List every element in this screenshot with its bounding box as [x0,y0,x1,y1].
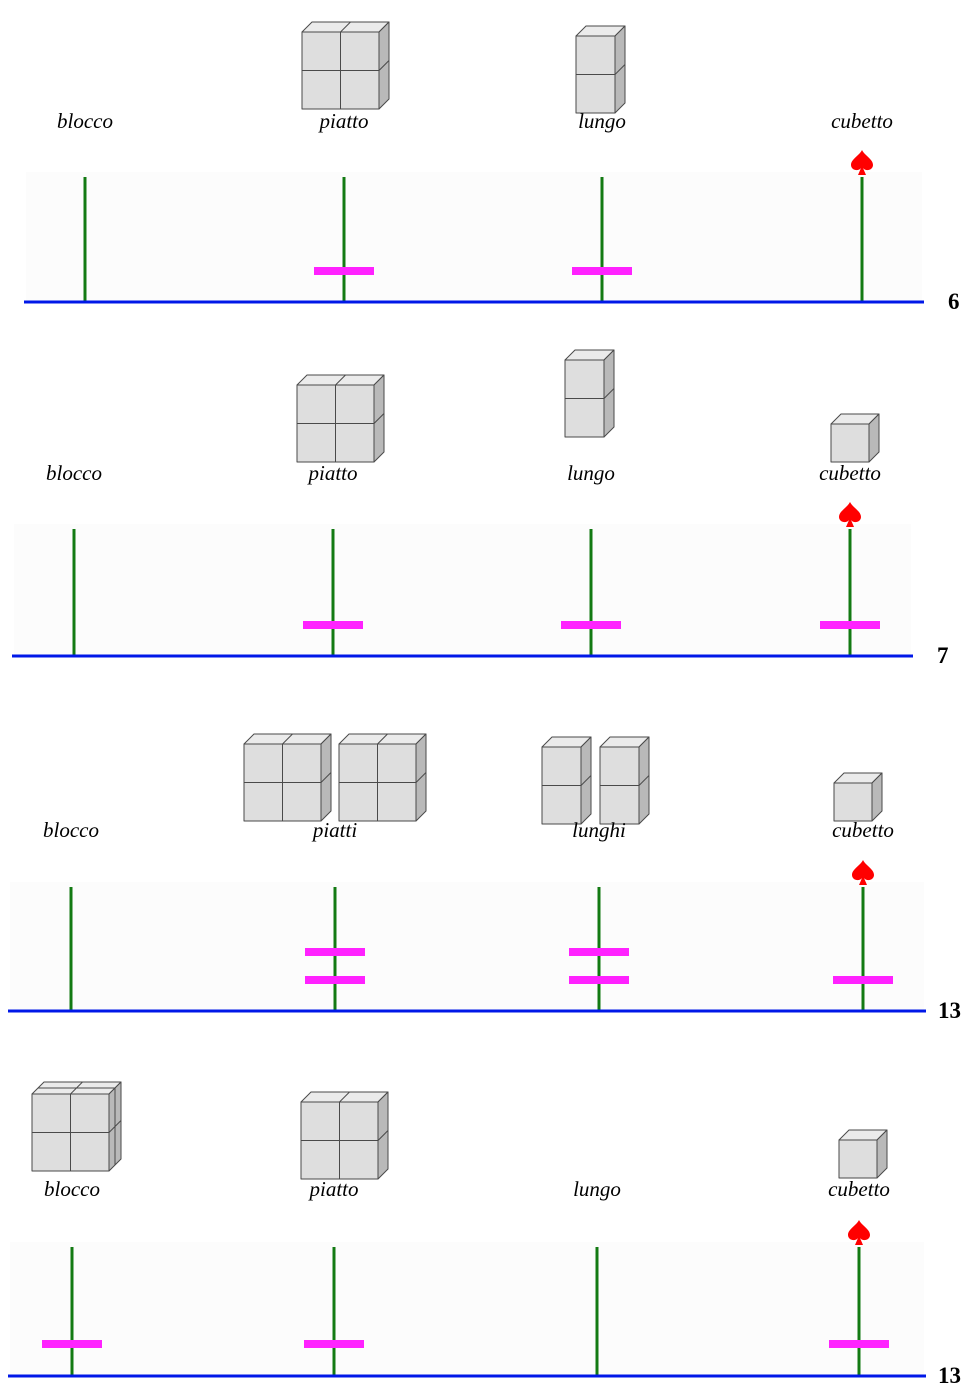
column-label: blocco [46,461,102,485]
abacus-column-lungo: lungo [561,349,621,656]
column-label: cubetto [828,1177,890,1201]
cubetto-cube-icon [838,1129,888,1179]
column-label: piatto [307,1177,358,1201]
abacus-panel-2: blocco piatto lungo cubetto 7 [12,349,949,668]
abacus-column-blocco: blocco [31,1081,122,1376]
abacus-bead [305,976,365,984]
abacus-column-cubetto: cubetto [819,413,881,656]
abacus-background [10,882,924,1011]
abacus-background [14,524,911,656]
abacus-column-piatto: piatto [296,374,385,656]
abacus-bead [572,267,632,275]
spade-icon [839,502,861,527]
cubetto-cube-icon [833,772,883,822]
column-label: blocco [57,109,113,133]
column-label: piatto [306,461,357,485]
abacus-column-cubetto: cubetto [832,772,894,1011]
abacus-total: 7 [937,643,949,668]
cube-grid-line [335,374,346,386]
cube-grid-line [377,733,388,745]
lungo-cube-icon [564,349,615,438]
abacus-panel-4: blocco piatto lungo cubetto 13 [8,1081,961,1388]
cube-grid-line [378,60,390,71]
column-label: cubetto [832,818,894,842]
abacus-column-blocco: blocco [46,461,102,656]
piatto-cube-icon [243,733,332,822]
column-label: piatti [311,818,358,842]
spade-icon [848,1220,870,1245]
lungo-cube-icon [575,25,626,114]
abacus-bead [303,621,363,629]
spade-shape [852,860,874,885]
cube-grid-line [415,772,427,783]
abacus-panel-1: blocco piatto lungo cubetto 6 [24,21,960,314]
column-label: piatto [317,109,368,133]
column-label: cubetto [831,109,893,133]
abacus-background [10,1242,924,1376]
cube-grid-line [638,775,650,786]
abacus-bead [569,948,629,956]
lungo-cube-icon [599,736,650,825]
piatto-cube-icon [296,374,385,463]
spade-shape [839,502,861,527]
abacus-bead [820,621,880,629]
abacus-column-lungo: lungo [573,1177,621,1376]
abacus-total: 13 [938,1363,961,1388]
abacus-total: 6 [948,289,960,314]
abacus-bead [569,976,629,984]
abacus-bead [314,267,374,275]
column-label: cubetto [819,461,881,485]
abacus-column-lungo: lungo [572,25,632,302]
abacus-column-cubetto: cubetto [828,1129,890,1376]
cube-front-face [838,1139,878,1179]
cubetto-cube-icon [830,413,880,463]
column-label: lunghi [572,818,626,842]
column-label: lungo [578,109,626,133]
abacus-bead [561,621,621,629]
cube-front-face [833,782,873,822]
cube-grid-line [282,733,293,745]
cube-grid-line [603,388,615,399]
piatto-cube-icon [338,733,427,822]
abacus-column-cubetto: cubetto [831,109,893,302]
column-label: lungo [567,461,615,485]
cube-grid-line [377,1130,389,1141]
abacus-column-piatti: piatti [243,733,427,1011]
column-label: lungo [573,1177,621,1201]
spade-shape [851,150,873,175]
spade-icon [851,150,873,175]
abacus-bead [42,1340,102,1348]
blocco-cube-icon [31,1081,122,1172]
lungo-cube-icon [541,736,592,825]
abacus-column-piatto: piatto [300,1091,389,1376]
piatto-cube-icon [300,1091,389,1180]
abacus-bead [833,976,893,984]
abacus-column-blocco: blocco [57,109,113,302]
cube-grid-line [339,1091,350,1103]
abacus-column-lunghi: lunghi [541,736,650,1011]
cube-grid-line [614,64,626,75]
abacus-bead [305,948,365,956]
cube-grid-line [580,775,592,786]
column-label: blocco [44,1177,100,1201]
abacus-total: 13 [938,998,961,1023]
abacus-column-blocco: blocco [43,818,99,1011]
spade-shape [848,1220,870,1245]
abacus-column-piatto: piatto [301,21,390,302]
cube-grid-line [373,413,385,424]
abacus-background [26,172,922,302]
piatto-cube-icon [301,21,390,110]
abacus-panel-3: blocco piatti lunghi cubetto 13 [8,733,961,1023]
abacus-bead [829,1340,889,1348]
spade-icon [852,860,874,885]
cube-grid-line [320,772,332,783]
abacus-bead [304,1340,364,1348]
cube-front-face [830,423,870,463]
cube-grid-line [340,21,351,33]
column-label: blocco [43,818,99,842]
